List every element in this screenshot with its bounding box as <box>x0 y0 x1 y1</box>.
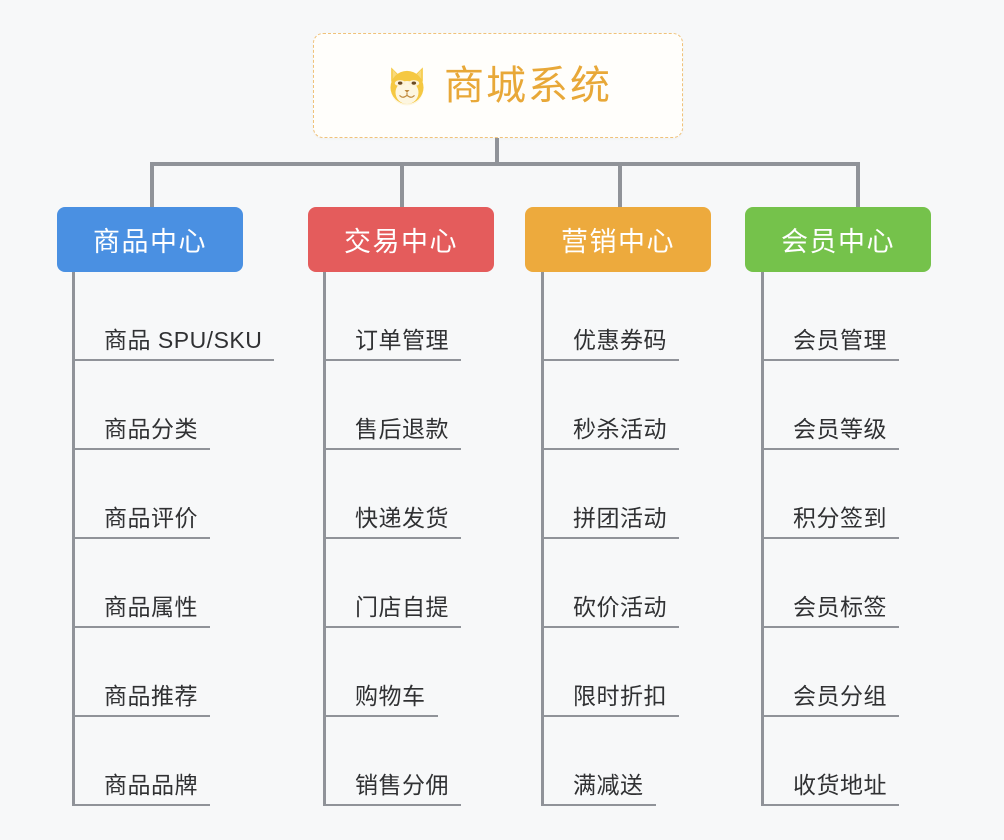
leaf-item-underline <box>323 359 461 361</box>
leaf-item[interactable]: 商品 SPU/SKU <box>72 272 274 361</box>
leaf-item-underline <box>761 537 899 539</box>
leaf-item-label: 商品分类 <box>104 416 198 442</box>
leaf-item-underline <box>72 537 210 539</box>
leaf-item[interactable]: 满减送 <box>541 717 679 806</box>
leaf-item[interactable]: 商品推荐 <box>72 628 274 717</box>
leaf-item-underline <box>541 804 656 806</box>
leaf-item-label: 优惠券码 <box>573 327 667 353</box>
leaf-item-label: 会员分组 <box>793 683 887 709</box>
branch-column-member-center: 会员管理会员等级积分签到会员标签会员分组收货地址 <box>761 272 899 806</box>
leaf-item-label: 商品评价 <box>104 505 198 531</box>
leaf-item-underline <box>761 359 899 361</box>
leaf-item-label: 商品属性 <box>104 594 198 620</box>
leaf-item-underline <box>541 626 679 628</box>
leaf-item-underline <box>761 804 899 806</box>
leaf-item-underline <box>541 715 679 717</box>
leaf-item-label: 限时折扣 <box>573 683 667 709</box>
root-title: 商城系统 <box>444 63 612 108</box>
leaf-item-label: 砍价活动 <box>573 594 667 620</box>
root-node[interactable]: 商城系统 <box>313 33 683 138</box>
branch-header-label: 会员中心 <box>781 227 895 257</box>
leaf-item-label: 快递发货 <box>355 505 449 531</box>
leaf-item[interactable]: 门店自提 <box>323 539 461 628</box>
leaf-item-underline <box>761 626 899 628</box>
leaf-item-underline <box>761 448 899 450</box>
leaf-item-label: 拼团活动 <box>573 505 667 531</box>
branch-spine <box>323 272 326 806</box>
branch-spine <box>541 272 544 806</box>
leaf-item-label: 会员等级 <box>793 416 887 442</box>
leaf-item[interactable]: 商品分类 <box>72 361 274 450</box>
branch-column-product-center: 商品 SPU/SKU 商品分类商品评价商品属性商品推荐商品品牌 <box>72 272 274 806</box>
leaf-item[interactable]: 商品属性 <box>72 539 274 628</box>
leaf-item-underline <box>72 626 210 628</box>
branch-spine <box>761 272 764 806</box>
shiba-dog-face-icon <box>390 66 424 105</box>
leaf-item-underline <box>323 804 461 806</box>
leaf-item[interactable]: 砍价活动 <box>541 539 679 628</box>
leaf-item[interactable]: 会员标签 <box>761 539 899 628</box>
leaf-item-label: 购物车 <box>355 683 426 709</box>
leaf-item[interactable]: 会员管理 <box>761 272 899 361</box>
leaf-item-label: 商品推荐 <box>104 683 198 709</box>
leaf-item[interactable]: 优惠券码 <box>541 272 679 361</box>
leaf-item-underline <box>541 448 679 450</box>
leaf-item-label: 会员标签 <box>793 594 887 620</box>
leaf-item-label: 满减送 <box>573 772 644 798</box>
branch-header-label: 商品中心 <box>93 227 207 257</box>
connector-drop-2 <box>400 162 404 208</box>
leaf-item-underline <box>72 804 210 806</box>
leaf-item[interactable]: 收货地址 <box>761 717 899 806</box>
connector-root-stem <box>495 138 499 166</box>
leaf-item-underline <box>72 359 274 361</box>
leaf-item-underline <box>323 715 438 717</box>
leaf-item-label: 会员管理 <box>793 327 887 353</box>
leaf-item[interactable]: 会员等级 <box>761 361 899 450</box>
leaf-item[interactable]: 购物车 <box>323 628 461 717</box>
leaf-item-label: 销售分佣 <box>355 772 449 798</box>
leaf-item-underline <box>323 626 461 628</box>
leaf-item-underline <box>72 448 210 450</box>
branch-spine <box>72 272 75 806</box>
leaf-item[interactable]: 商品评价 <box>72 450 274 539</box>
leaf-item-label: 售后退款 <box>355 416 449 442</box>
branch-header-marketing-center[interactable]: 营销中心 <box>525 207 711 272</box>
leaf-item[interactable]: 限时折扣 <box>541 628 679 717</box>
leaf-item[interactable]: 会员分组 <box>761 628 899 717</box>
branch-header-label: 交易中心 <box>344 227 458 257</box>
branch-column-trade-center: 订单管理售后退款快递发货门店自提购物车销售分佣 <box>323 272 461 806</box>
leaf-item-underline <box>761 715 899 717</box>
leaf-item-underline <box>72 715 210 717</box>
connector-horizontal-bus <box>150 162 860 166</box>
leaf-item-underline <box>323 537 461 539</box>
connector-drop-1 <box>150 162 154 208</box>
branch-header-trade-center[interactable]: 交易中心 <box>308 207 494 272</box>
leaf-item[interactable]: 销售分佣 <box>323 717 461 806</box>
leaf-item-underline <box>541 537 679 539</box>
branch-header-product-center[interactable]: 商品中心 <box>57 207 243 272</box>
leaf-item-label: 商品品牌 <box>104 772 198 798</box>
branch-column-marketing-center: 优惠券码秒杀活动拼团活动砍价活动限时折扣满减送 <box>541 272 679 806</box>
leaf-item-label: 门店自提 <box>355 594 449 620</box>
leaf-item[interactable]: 秒杀活动 <box>541 361 679 450</box>
leaf-item[interactable]: 售后退款 <box>323 361 461 450</box>
leaf-item[interactable]: 积分签到 <box>761 450 899 539</box>
leaf-item-label: 秒杀活动 <box>573 416 667 442</box>
leaf-item-label: 积分签到 <box>793 505 887 531</box>
leaf-item[interactable]: 拼团活动 <box>541 450 679 539</box>
branch-header-label: 营销中心 <box>561 227 675 257</box>
leaf-item-underline <box>323 448 461 450</box>
leaf-item[interactable]: 订单管理 <box>323 272 461 361</box>
connector-drop-4 <box>856 162 860 208</box>
leaf-item-label: 收货地址 <box>793 772 887 798</box>
leaf-item[interactable]: 商品品牌 <box>72 717 274 806</box>
leaf-item-label: 订单管理 <box>355 327 449 353</box>
leaf-item[interactable]: 快递发货 <box>323 450 461 539</box>
leaf-item-label: 商品 SPU/SKU <box>104 327 263 353</box>
branch-header-member-center[interactable]: 会员中心 <box>745 207 931 272</box>
connector-drop-3 <box>618 162 622 208</box>
leaf-item-underline <box>541 359 679 361</box>
